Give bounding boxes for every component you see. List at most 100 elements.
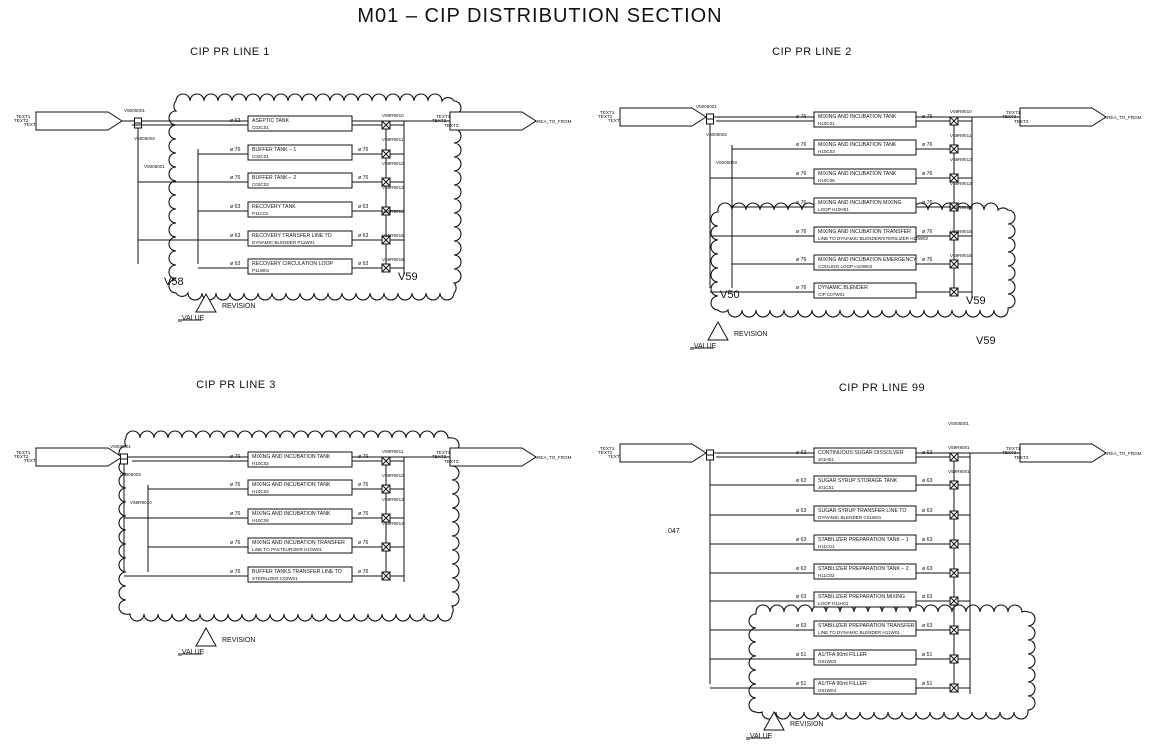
pipe-size-in: ø 63 (796, 623, 806, 629)
valve-icon (381, 120, 391, 130)
equipment-name: SUGAR SYRUP STORAGE TANK (818, 478, 898, 484)
equipment-box (813, 534, 917, 551)
equipment-code: C02C01 (252, 125, 269, 130)
equipment-code: DYNAMIC BLENDER P11W01 (252, 240, 315, 245)
pipe-size-in: ø 76 (796, 171, 806, 177)
pipe-size-out: ø 63 (922, 478, 932, 484)
equipment-code: C02C01 (252, 154, 269, 159)
equipment-code: C02C02 (252, 182, 269, 187)
pipe-size-in: ø 76 (230, 540, 240, 546)
valve-cross (949, 116, 959, 126)
pipe-size-in: ø 76 (230, 569, 240, 575)
equipment-code: G01W03 (818, 659, 837, 664)
equipment-box (247, 201, 353, 218)
equipment-code: STERILIZER C02W01 (252, 576, 298, 581)
valve-tag: V5005001 (124, 108, 145, 113)
valve-tag: V59R9013 (382, 497, 404, 502)
equipment-code: J01H01 (818, 457, 834, 462)
value-label: _VALUE (177, 649, 205, 656)
revision-triangle-icon (195, 292, 217, 313)
branch-row: ø 76 BUFFER TANKS TRANSFER LINE TOSTERILI… (124, 566, 404, 583)
drawing-title: M01 – CIP DISTRIBUTION SECTION (357, 5, 722, 27)
valve-tag: V59R9011 (382, 137, 404, 142)
equipment-box (247, 258, 353, 275)
inlet-arrow (619, 107, 707, 127)
valve-icon (949, 568, 959, 578)
valve-cross (381, 456, 391, 466)
valve-tag: V59R9012 (950, 157, 972, 162)
valve-icon (381, 206, 391, 216)
cloud-label: V59 (966, 295, 986, 307)
equipment-code: G01W04 (818, 688, 837, 693)
valve-tag: V5005002 (706, 132, 727, 137)
valve-icon (381, 542, 391, 552)
valve-tag: V5005001 (144, 164, 165, 169)
pipe-size-out: ø 63 (922, 508, 932, 514)
pipe-size-out: ø 76 (922, 114, 932, 120)
pipe-size-in: ø 63 (230, 118, 240, 124)
pipe-size-out: ø 76 (358, 482, 368, 488)
section-title: CIP PR LINE 2 (772, 46, 852, 58)
equipment-box (813, 505, 917, 522)
valve-icon (381, 456, 391, 466)
pipe-size-in: ø 63 (796, 566, 806, 572)
valve-cross (381, 542, 391, 552)
inlet-arrow (35, 447, 123, 467)
valve-cross (949, 231, 959, 241)
pipe-size-out: ø 63 (922, 537, 932, 543)
valve-tag: V59R9015 (950, 229, 972, 234)
valve-cross (381, 484, 391, 494)
equipment-code: CIP C07W01 (818, 292, 845, 297)
valve-tag: V5005001 (110, 444, 131, 449)
pipe-size-in: ø 76 (230, 175, 240, 181)
pipe-size-in: ø 76 (796, 200, 806, 206)
outlet-text2: TEXT2 (432, 118, 447, 123)
equipment-name: BUFFER TANKS TRANSFER LINE TO (252, 569, 342, 575)
valve-icon (949, 173, 959, 183)
sections-layer: CIP PR LINE 1TEXT1TEXT2TEXT3AREA_TO_FROM… (14, 46, 1142, 740)
equipment-box (247, 451, 353, 468)
section-1: CIP PR LINE 1TEXT1TEXT2TEXT3AREA_TO_FROM… (14, 46, 572, 322)
pipe-size-in: ø 76 (796, 229, 806, 235)
equipment-name: DYNAMIC BLENDER (818, 285, 868, 291)
valve-cross (949, 596, 959, 606)
equipment-box (813, 678, 917, 695)
equipment-box (247, 144, 353, 161)
valve-cross (949, 625, 959, 635)
pipe-size-in: ø 76 (230, 482, 240, 488)
equipment-code: H10C01 (818, 121, 835, 126)
outlet-arrow (1019, 443, 1107, 463)
valve-icon (949, 452, 959, 462)
equipment-box (813, 254, 917, 271)
valve-cross (381, 177, 391, 187)
tee-valve-icon (706, 449, 714, 461)
equipment-name: MIXING AND INCUBATION TANK (252, 482, 331, 488)
pipe-size-out: ø 76 (358, 569, 368, 575)
inlet-text2: TEXT2 (598, 114, 613, 119)
equipment-name: STABILIZER PREPARATION TANK – 2 (818, 566, 909, 572)
equipment-code: H10C06 (252, 518, 269, 523)
section-3: CIP PR LINE 3TEXT1TEXT2TEXT3AREA_TO_FROM… (14, 379, 572, 656)
equipment-box (247, 172, 353, 189)
valve-cross (949, 144, 959, 154)
equipment-name: RECOVERY TANK (252, 204, 296, 210)
pipe-size-in: ø 76 (796, 285, 806, 291)
valve-cross (381, 120, 391, 130)
equipment-box (247, 115, 353, 132)
pipe-size-out: ø 63 (358, 204, 368, 210)
equipment-name: STABILIZER PREPARATION TANK – 1 (818, 537, 909, 543)
pipe-size-in: ø 63 (796, 508, 806, 514)
pipe-size-out: ø 76 (358, 175, 368, 181)
cloud-label: V59 (398, 271, 418, 283)
valve-cross (949, 568, 959, 578)
equipment-box (813, 168, 917, 185)
outlet-text3: TEXT3 (1014, 119, 1029, 124)
equipment-code: H10C04 (252, 489, 269, 494)
pipe-size-out: ø 76 (358, 540, 368, 546)
pipe-size-out: ø 76 (922, 257, 932, 263)
